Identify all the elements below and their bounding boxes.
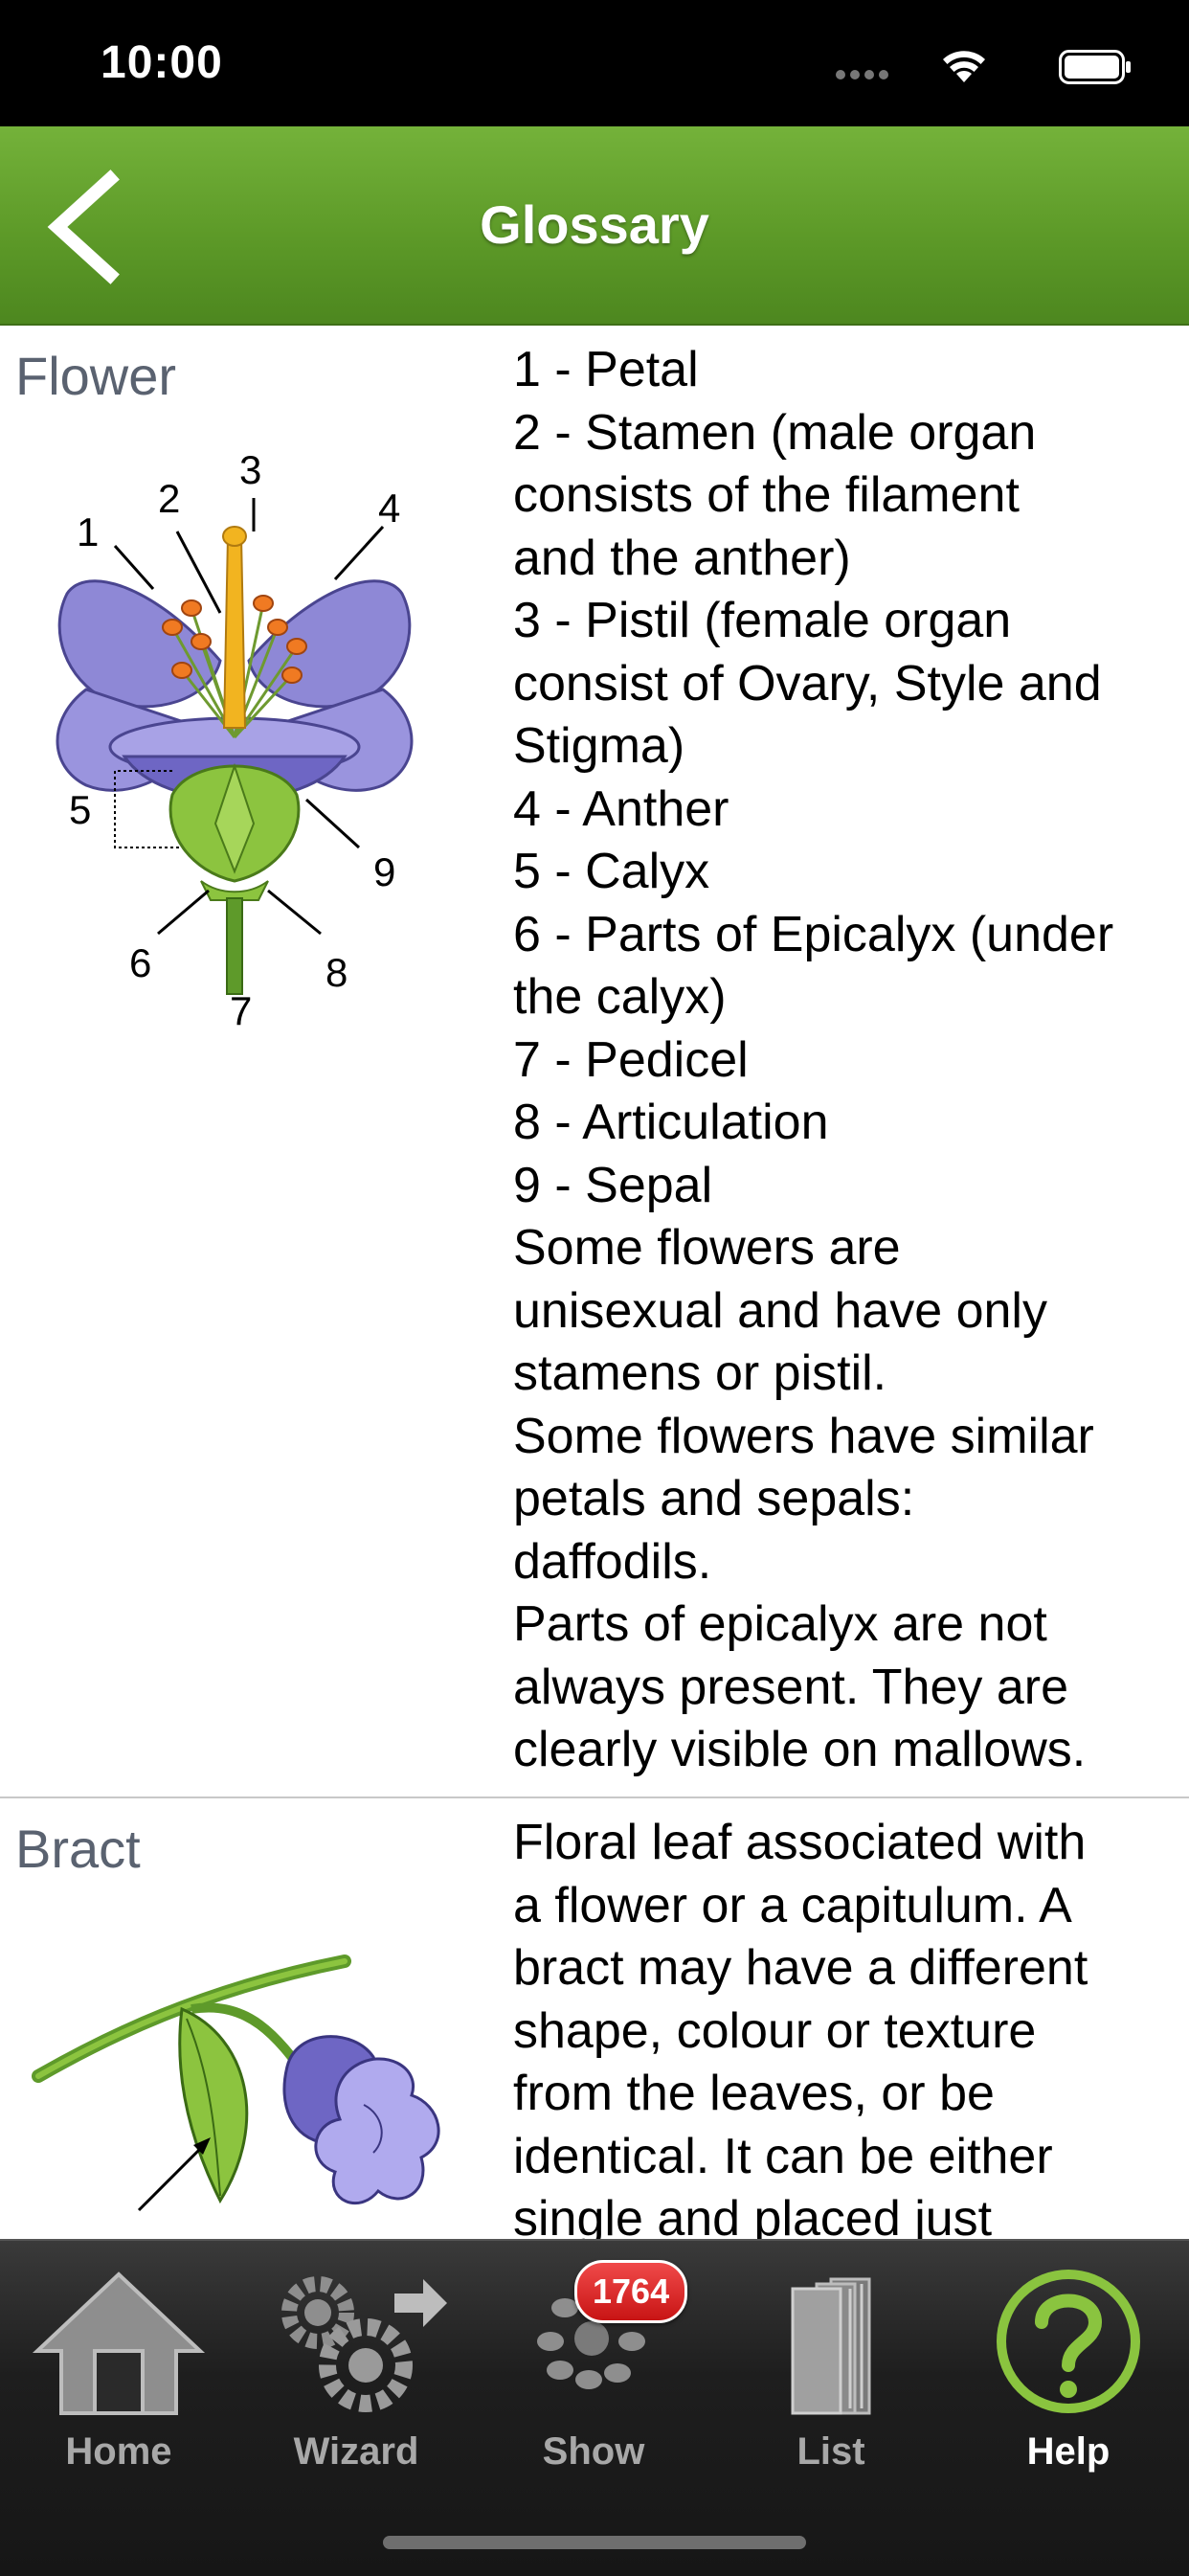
books-icon	[791, 2277, 871, 2415]
back-button[interactable]	[38, 165, 134, 289]
tab-label: Home	[65, 2430, 172, 2473]
desc-line: 4 - Anther	[513, 780, 729, 837]
desc-line: stamens or pistil.	[513, 1345, 887, 1401]
entry-description: 1 - Petal 2 - Stamen (male organ consist…	[513, 339, 1183, 1782]
desc-line: Floral leaf associated with	[513, 1815, 1087, 1870]
wifi-icon	[943, 51, 985, 82]
desc-line: Parts of epicalyx are not	[513, 1596, 1047, 1652]
desc-line: unisexual and have only	[513, 1282, 1047, 1339]
desc-line: single and placed just	[513, 2191, 993, 2239]
tab-label: Show	[542, 2430, 645, 2473]
desc-line: 6 - Parts of Epicalyx (under	[513, 906, 1114, 962]
glossary-entry-flower[interactable]: Flower	[0, 326, 1189, 1798]
tab-label: Wizard	[293, 2430, 419, 2473]
desc-line: 9 - Sepal	[513, 1157, 713, 1213]
glossary-list[interactable]: Flower	[0, 326, 1189, 2239]
home-indicator[interactable]	[383, 2536, 806, 2549]
desc-line: petals and sepals:	[513, 1471, 915, 1526]
diagram-label-5: 5	[69, 787, 91, 832]
tab-bar: Home Wizard 1764 Show	[0, 2239, 1189, 2576]
diagram-label-8: 8	[325, 950, 348, 995]
entry-term: Bract	[15, 1819, 141, 1879]
desc-line: consists of the filament	[513, 467, 1020, 523]
tab-label: Help	[1026, 2430, 1110, 2473]
desc-line: consist of Ovary, Style and	[513, 655, 1102, 712]
desc-line: Some flowers are	[513, 1220, 901, 1276]
desc-line: 1 - Petal	[513, 342, 699, 397]
house-icon	[32, 2271, 206, 2415]
diagram-label-4: 4	[378, 486, 400, 531]
battery-icon	[1059, 50, 1131, 84]
desc-line: 7 - Pedicel	[513, 1031, 749, 1088]
diagram-label-1: 1	[77, 509, 99, 554]
tab-wizard[interactable]: Wizard	[237, 2260, 475, 2499]
desc-line: 8 - Articulation	[513, 1095, 829, 1150]
flower-diagram: 1 2 3 4 5 6 7 8 9	[56, 447, 414, 1033]
tab-list[interactable]: List	[712, 2260, 950, 2499]
entry-term: Flower	[15, 346, 177, 406]
tab-label: List	[796, 2430, 865, 2473]
desc-line: shape, colour or texture	[513, 2002, 1037, 2059]
desc-line: clearly visible on mallows.	[513, 1722, 1087, 1777]
entry-description: Floral leaf associated with a flower or …	[513, 1812, 1183, 2239]
desc-line: daffodils.	[513, 1533, 712, 1590]
desc-line: and the anther)	[513, 530, 851, 586]
desc-line: always present. They are	[513, 1659, 1068, 1715]
tab-help[interactable]: Help	[950, 2260, 1187, 2499]
desc-line: 2 - Stamen (male organ	[513, 404, 1037, 461]
desc-line: 3 - Pistil (female organ	[513, 593, 1012, 648]
desc-line: Stigma)	[513, 718, 685, 774]
diagram-label-2: 2	[158, 476, 180, 521]
signal-icon	[836, 70, 888, 79]
desc-line: from the leaves, or be	[513, 2066, 995, 2121]
desc-line: a flower or a capitulum. A	[513, 1877, 1072, 1933]
page-title: Glossary	[480, 194, 709, 255]
desc-line: 5 - Calyx	[513, 844, 710, 899]
nav-bar: Glossary	[0, 126, 1189, 326]
diagram-label-9: 9	[373, 849, 395, 894]
tab-show[interactable]: 1764 Show	[475, 2260, 712, 2499]
gears-icon	[281, 2276, 447, 2412]
question-icon	[997, 2270, 1140, 2413]
status-time: 10:00	[101, 37, 223, 88]
glossary-entry-bract[interactable]: Bract Floral leaf associated with a flow…	[0, 1798, 1189, 2239]
diagram-label-6: 6	[129, 940, 151, 985]
diagram-label-7: 7	[230, 988, 252, 1033]
status-bar: 10:00	[0, 0, 1189, 126]
desc-line: identical. It can be either	[513, 2128, 1053, 2184]
desc-line: the calyx)	[513, 969, 727, 1025]
tab-home[interactable]: Home	[0, 2260, 237, 2499]
chevron-left-icon	[47, 169, 120, 284]
bract-illustration	[32, 1955, 440, 2212]
show-count-badge: 1764	[574, 2260, 688, 2323]
desc-line: Some flowers have similar	[513, 1408, 1094, 1464]
desc-line: bract may have a different	[513, 1940, 1088, 1996]
diagram-label-3: 3	[239, 447, 261, 492]
